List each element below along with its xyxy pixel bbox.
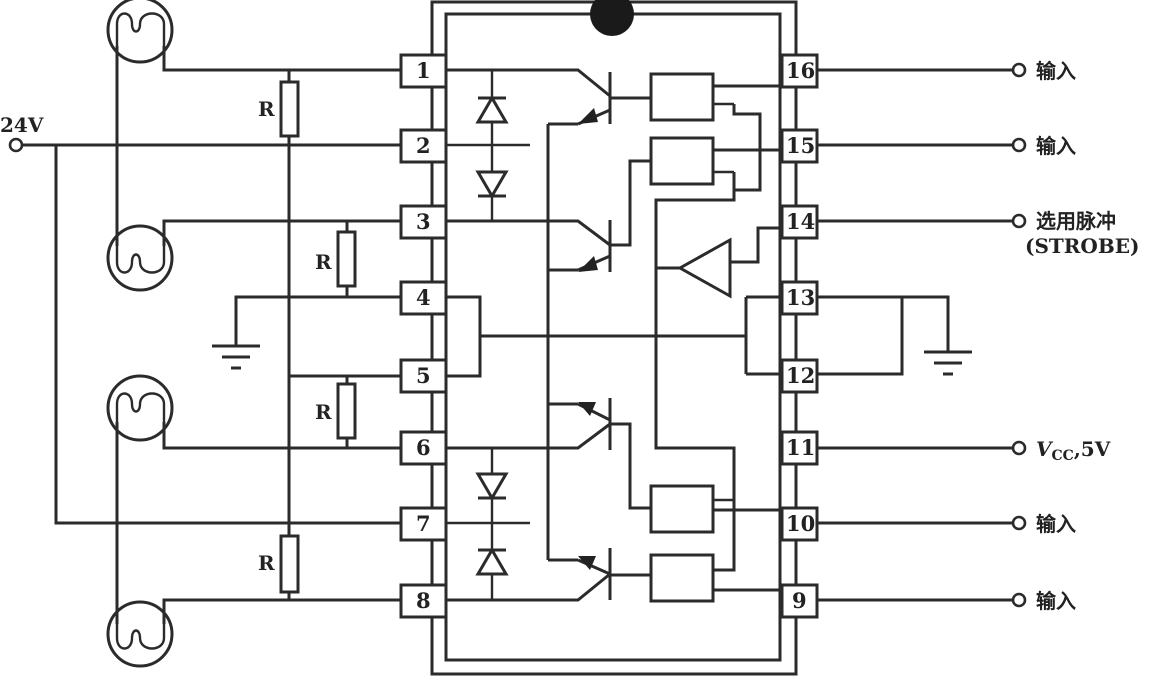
gate-15 — [649, 136, 715, 186]
pin-3: 3 — [416, 209, 431, 234]
pins-left: 1 2 3 4 5 6 7 8 — [399, 53, 448, 619]
strobe-label-en: (STROBE) — [1025, 234, 1139, 258]
pin-7: 7 — [416, 511, 431, 536]
transistors — [577, 72, 651, 600]
pin-4: 4 — [416, 285, 431, 310]
lamp-icon — [106, 374, 174, 442]
pin1-notch — [590, 0, 634, 36]
diodes — [475, 95, 509, 576]
resistor-2 — [336, 230, 357, 288]
vcc-label: VCC,5V — [1036, 437, 1111, 464]
right-labels: 输入 输入 选用脉冲 (STROBE) VCC,5V 输入 输入 — [1025, 59, 1139, 613]
gate-16 — [649, 72, 715, 122]
resistor-label-2: R — [315, 250, 332, 274]
gate-10 — [649, 484, 715, 534]
resistors: R R R R — [258, 80, 357, 594]
pin-10: 10 — [786, 511, 815, 536]
pin-12: 12 — [786, 363, 815, 388]
input-label-10: 输入 — [1036, 512, 1076, 536]
vcc-label-sub: CC — [1052, 448, 1074, 464]
lamp-icon — [106, 224, 174, 292]
transistor-4 — [577, 548, 651, 600]
resistor-1 — [279, 80, 300, 138]
resistor-3 — [336, 382, 357, 440]
diode-icon — [475, 95, 509, 124]
pin-2: 2 — [416, 133, 431, 158]
pin-13: 13 — [786, 285, 815, 310]
transistor-3 — [577, 398, 651, 510]
left-wiring — [22, 46, 401, 624]
input-terminal-16 — [1011, 62, 1027, 78]
input-label-15: 输入 — [1036, 134, 1076, 158]
pin-9: 9 — [792, 588, 807, 613]
transistor-2 — [577, 159, 651, 272]
diode-icon — [475, 170, 509, 199]
diode-icon — [475, 547, 509, 576]
input-terminal-15 — [1011, 137, 1027, 153]
transistor-1 — [577, 72, 651, 126]
logic-gates — [649, 72, 782, 603]
pin-14: 14 — [786, 209, 815, 234]
ground-right — [817, 295, 972, 376]
vcc-label-v: V — [1036, 437, 1054, 461]
diode-icon — [475, 472, 509, 501]
right-wiring — [817, 62, 1027, 608]
gate-9 — [649, 553, 715, 603]
pin-16: 16 — [786, 58, 815, 83]
input-label-16: 输入 — [1036, 59, 1076, 83]
pin-1: 1 — [416, 58, 431, 83]
vcc-terminal — [1011, 440, 1027, 456]
ground-left — [212, 344, 260, 370]
input-label-9: 输入 — [1036, 589, 1076, 613]
input-terminal-10 — [1011, 515, 1027, 531]
lamp-icon — [106, 0, 174, 64]
vcc-label-rest: ,5V — [1074, 437, 1111, 461]
resistor-label-3: R — [315, 400, 332, 424]
supply-label: 24V — [0, 113, 44, 137]
lamps — [106, 0, 174, 668]
pin-6: 6 — [416, 435, 431, 460]
strobe-terminal — [1011, 213, 1027, 229]
pin-11: 11 — [786, 435, 815, 460]
ic-package — [430, 0, 798, 676]
strobe-buffer — [656, 226, 782, 299]
input-terminal-9 — [1011, 592, 1027, 608]
pin-15: 15 — [786, 133, 815, 158]
resistor-label-1: R — [258, 97, 275, 121]
supply-terminal: 24V — [0, 113, 44, 153]
lamp-icon — [106, 600, 174, 668]
pin-5: 5 — [416, 363, 431, 388]
resistor-4 — [279, 534, 300, 594]
pin-8: 8 — [416, 588, 431, 613]
resistor-label-4: R — [258, 551, 275, 575]
strobe-label-cn: 选用脉冲 — [1036, 209, 1116, 233]
pins-right: 16 15 14 13 12 11 10 9 — [780, 53, 819, 619]
